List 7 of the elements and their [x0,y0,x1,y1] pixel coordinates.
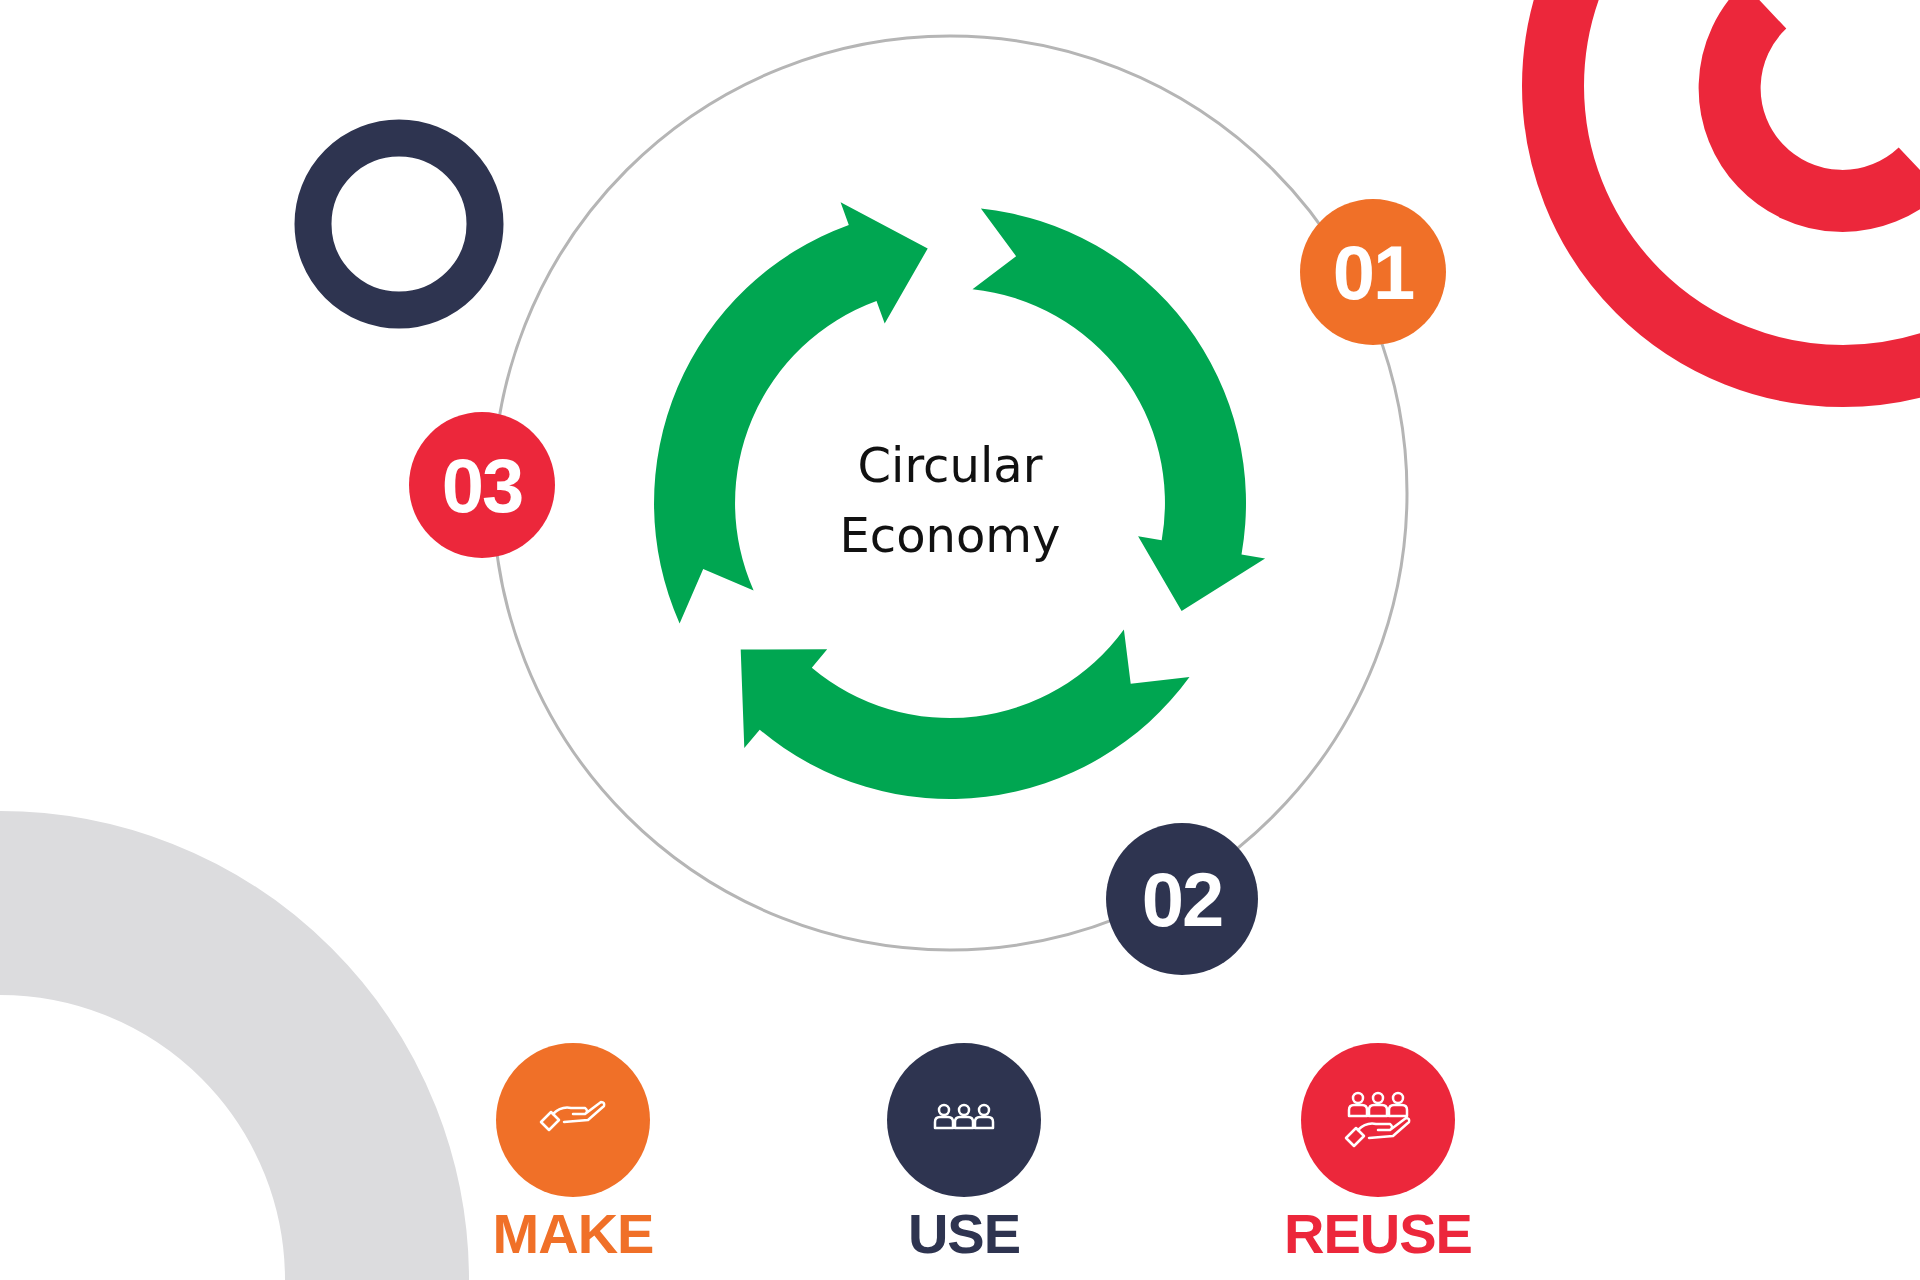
number-badge: 02 [1106,823,1258,975]
step-label: USE [907,1201,1021,1266]
center-title: Circular Economy [820,430,1080,570]
number-badge: 03 [409,412,555,558]
step-label: REUSE [1284,1201,1472,1266]
step-label: MAKE [492,1201,654,1266]
number-badge: 01 [1300,199,1446,345]
